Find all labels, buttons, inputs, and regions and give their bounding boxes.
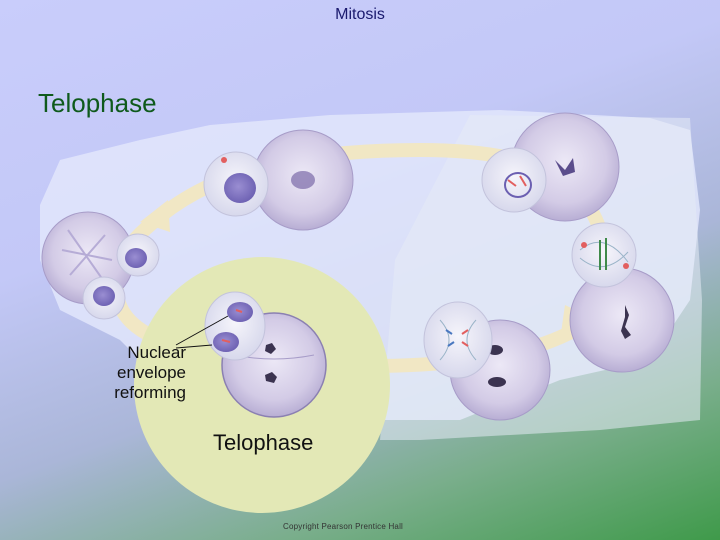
callout-line-3: reforming bbox=[90, 383, 186, 403]
callout-line-2: envelope bbox=[90, 363, 186, 383]
anaphase-schematic-cell bbox=[424, 302, 492, 378]
section-title: Telophase bbox=[38, 88, 157, 119]
nuclear-envelope-callout: Nuclear envelope reforming bbox=[90, 343, 186, 403]
metaphase-cell bbox=[570, 268, 674, 372]
prophase-schematic-cell bbox=[482, 148, 546, 212]
callout-line-1: Nuclear bbox=[90, 343, 186, 363]
slide-header-title: Mitosis bbox=[0, 6, 720, 24]
interphase-schematic-cell bbox=[204, 152, 268, 216]
copyright-notice: Copyright Pearson Prentice Hall bbox=[283, 522, 403, 531]
telophase-schematic-cell bbox=[205, 292, 265, 360]
telophase-focus-label: Telophase bbox=[213, 430, 313, 456]
metaphase-schematic-cell bbox=[572, 223, 636, 287]
